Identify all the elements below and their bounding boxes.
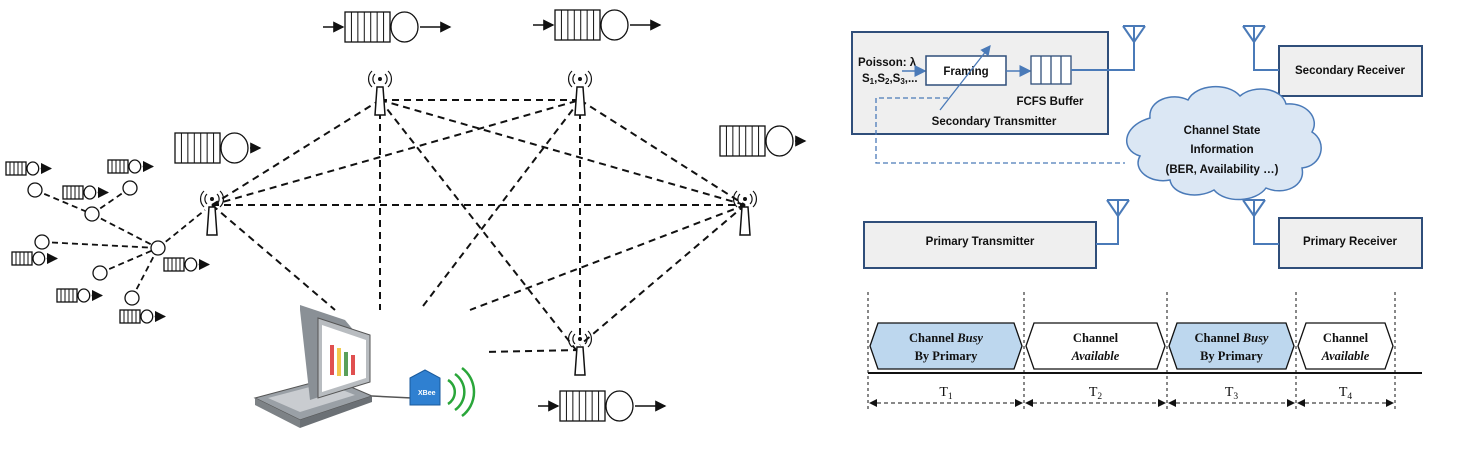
mesh-links bbox=[211, 99, 746, 356]
sensor-queue-6 bbox=[56, 288, 104, 303]
poisson-label: Poisson: λ bbox=[858, 57, 917, 69]
slot-label-line2: By Primary bbox=[915, 349, 979, 363]
xbee-module-icon: XBee bbox=[409, 367, 476, 417]
csi-line-1: Channel State bbox=[1184, 125, 1261, 137]
system-antennas bbox=[1106, 25, 1266, 224]
slot-label-line1: Channel Busy bbox=[909, 331, 983, 345]
sensor-queue-5 bbox=[163, 257, 211, 272]
duration-label: T1 bbox=[939, 385, 953, 402]
cognitive-radio-system: Poisson: λ S1,S2,S3,... Framing FCFS Buf… bbox=[851, 31, 1423, 269]
sensor-queues bbox=[5, 159, 211, 324]
primary-transmitter-label: Primary Transmitter bbox=[926, 236, 1035, 248]
csi-line-3: (BER, Availability …) bbox=[1166, 164, 1279, 176]
channel-state-cloud bbox=[1125, 85, 1322, 201]
primary-receiver-box bbox=[1278, 217, 1423, 269]
primary-transmitter-box bbox=[863, 221, 1097, 269]
antenna-icon bbox=[1106, 199, 1130, 224]
queue-bottom bbox=[538, 390, 667, 422]
sensor-queue-2 bbox=[62, 185, 110, 200]
access-point-n-top-center bbox=[368, 70, 392, 116]
slot-shape bbox=[1297, 322, 1394, 370]
access-point-n-left bbox=[200, 190, 224, 236]
queue-top-right bbox=[533, 9, 662, 41]
framing-block bbox=[925, 55, 1007, 86]
primary-receiver-label: Primary Receiver bbox=[1303, 236, 1398, 248]
framing-label: Framing bbox=[943, 66, 988, 78]
slot-label-line2: Available bbox=[1321, 349, 1370, 363]
access-point-n-bottom bbox=[568, 330, 592, 376]
fcfs-buffer bbox=[1030, 55, 1072, 85]
queue-left bbox=[174, 132, 262, 164]
stream-labels: S1,S2,S3,... bbox=[862, 73, 918, 86]
slot-label-line1: Channel Busy bbox=[1195, 331, 1269, 345]
laptop-icon bbox=[253, 305, 413, 428]
sensor-tree-network bbox=[27, 180, 206, 306]
duration-label: T3 bbox=[1225, 385, 1239, 402]
slot-label-line2: By Primary bbox=[1200, 349, 1264, 363]
slot-label-line1: Channel bbox=[1073, 331, 1119, 345]
sensor-queue-4 bbox=[11, 251, 59, 266]
queue-right bbox=[719, 125, 807, 157]
access-points bbox=[200, 70, 757, 376]
antenna-icon bbox=[1122, 25, 1146, 50]
slot-label-line1: Channel bbox=[1323, 331, 1369, 345]
access-point-n-right bbox=[733, 190, 757, 236]
csi-line-2: Information bbox=[1190, 144, 1253, 156]
fcfs-buffer-label: FCFS Buffer bbox=[1016, 96, 1084, 108]
access-point-n-top-right bbox=[568, 70, 592, 116]
slot-shape bbox=[1025, 322, 1166, 370]
secondary-transmitter-label: Secondary Transmitter bbox=[932, 116, 1057, 128]
svg-text:XBee: XBee bbox=[418, 390, 436, 397]
sensor-queue-1 bbox=[5, 161, 53, 176]
slot-shape bbox=[869, 322, 1023, 370]
secondary-receiver-label: Secondary Receiver bbox=[1295, 65, 1405, 77]
sensor-queue-7 bbox=[119, 309, 167, 324]
node-queues bbox=[174, 9, 807, 422]
slot-shape bbox=[1168, 322, 1295, 370]
antenna-icon bbox=[1242, 199, 1266, 224]
antenna-icon bbox=[1242, 25, 1266, 50]
sensor-queue-3 bbox=[107, 159, 155, 174]
slot-label-line2: Available bbox=[1071, 349, 1120, 363]
duration-label: T2 bbox=[1089, 385, 1103, 402]
duration-label: T4 bbox=[1339, 385, 1353, 402]
queue-top-center bbox=[323, 11, 452, 43]
